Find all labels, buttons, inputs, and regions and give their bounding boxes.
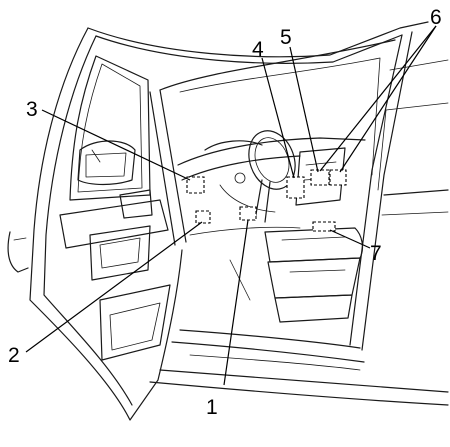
leader-line-3 xyxy=(41,109,191,181)
leader-lines xyxy=(25,25,437,386)
location-box-6 xyxy=(329,169,347,186)
callout-5: 5 xyxy=(280,26,292,49)
callout-3: 3 xyxy=(26,98,38,121)
callout-7: 7 xyxy=(370,242,382,265)
vehicle-body xyxy=(87,21,449,406)
leader-line-1 xyxy=(223,219,249,386)
callout-numbers: 1 2 3 4 5 6 7 xyxy=(8,6,442,419)
callout-1: 1 xyxy=(206,396,218,419)
callout-4: 4 xyxy=(252,38,264,61)
front-seat xyxy=(264,227,364,323)
location-box-7 xyxy=(312,221,336,232)
leader-line-5 xyxy=(289,46,319,173)
location-boxes xyxy=(186,169,347,232)
location-box-4 xyxy=(286,176,305,199)
location-box-5 xyxy=(310,169,330,186)
callout-6: 6 xyxy=(430,6,442,29)
leader-line-2 xyxy=(25,221,203,353)
leader-line-7 xyxy=(329,229,371,249)
callout-2: 2 xyxy=(8,344,20,367)
location-box-2 xyxy=(195,210,211,224)
leader-line-6a xyxy=(319,25,437,172)
leader-line-4 xyxy=(261,57,295,179)
leader-line-6b xyxy=(339,25,437,173)
open-door xyxy=(7,27,183,421)
location-box-1 xyxy=(239,206,257,221)
location-box-3 xyxy=(186,176,205,194)
